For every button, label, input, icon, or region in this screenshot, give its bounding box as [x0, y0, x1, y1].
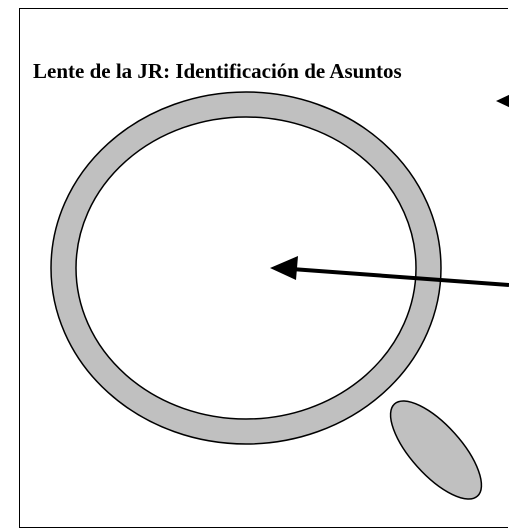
arrow-top-right-head — [496, 94, 509, 108]
diagram-title: Lente de la JR: Identificación de Asunto… — [33, 59, 402, 83]
arrow-to-lens-center — [277, 266, 509, 287]
diagram-frame — [19, 8, 508, 528]
arrow-to-lens-center-head — [270, 256, 298, 280]
magnifier-lens-glass — [75, 116, 417, 420]
magnifier-handle — [389, 400, 483, 500]
